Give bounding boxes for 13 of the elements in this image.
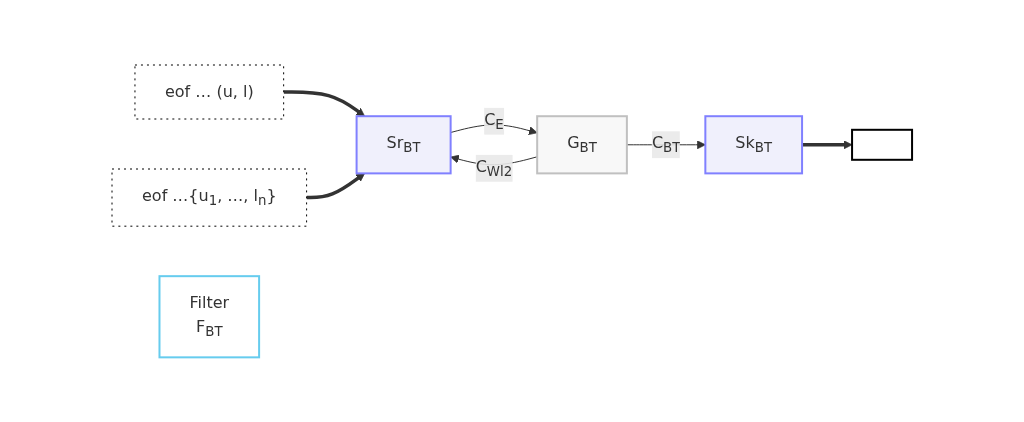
node-box: eof … (u, l) <box>134 64 285 120</box>
edge-label: C$_{Wl2}$ <box>475 156 513 179</box>
node-box <box>851 128 914 161</box>
edge-label: C$_{BT}$ <box>651 133 681 156</box>
node-box: eof …{u$_{1}$, …, l$_{n}$} <box>111 168 308 227</box>
node-box: Sr$_{BT}$ <box>355 115 452 175</box>
node-box: Sk$_{BT}$ <box>704 115 804 175</box>
edge-label: C$_{E}$ <box>484 109 504 132</box>
arrow <box>306 172 365 200</box>
arrow <box>802 140 853 149</box>
arrow <box>283 90 365 117</box>
node-box: G$_{BT}$ <box>536 115 628 175</box>
node-box: Filter F$_{BT}$ <box>158 275 261 359</box>
